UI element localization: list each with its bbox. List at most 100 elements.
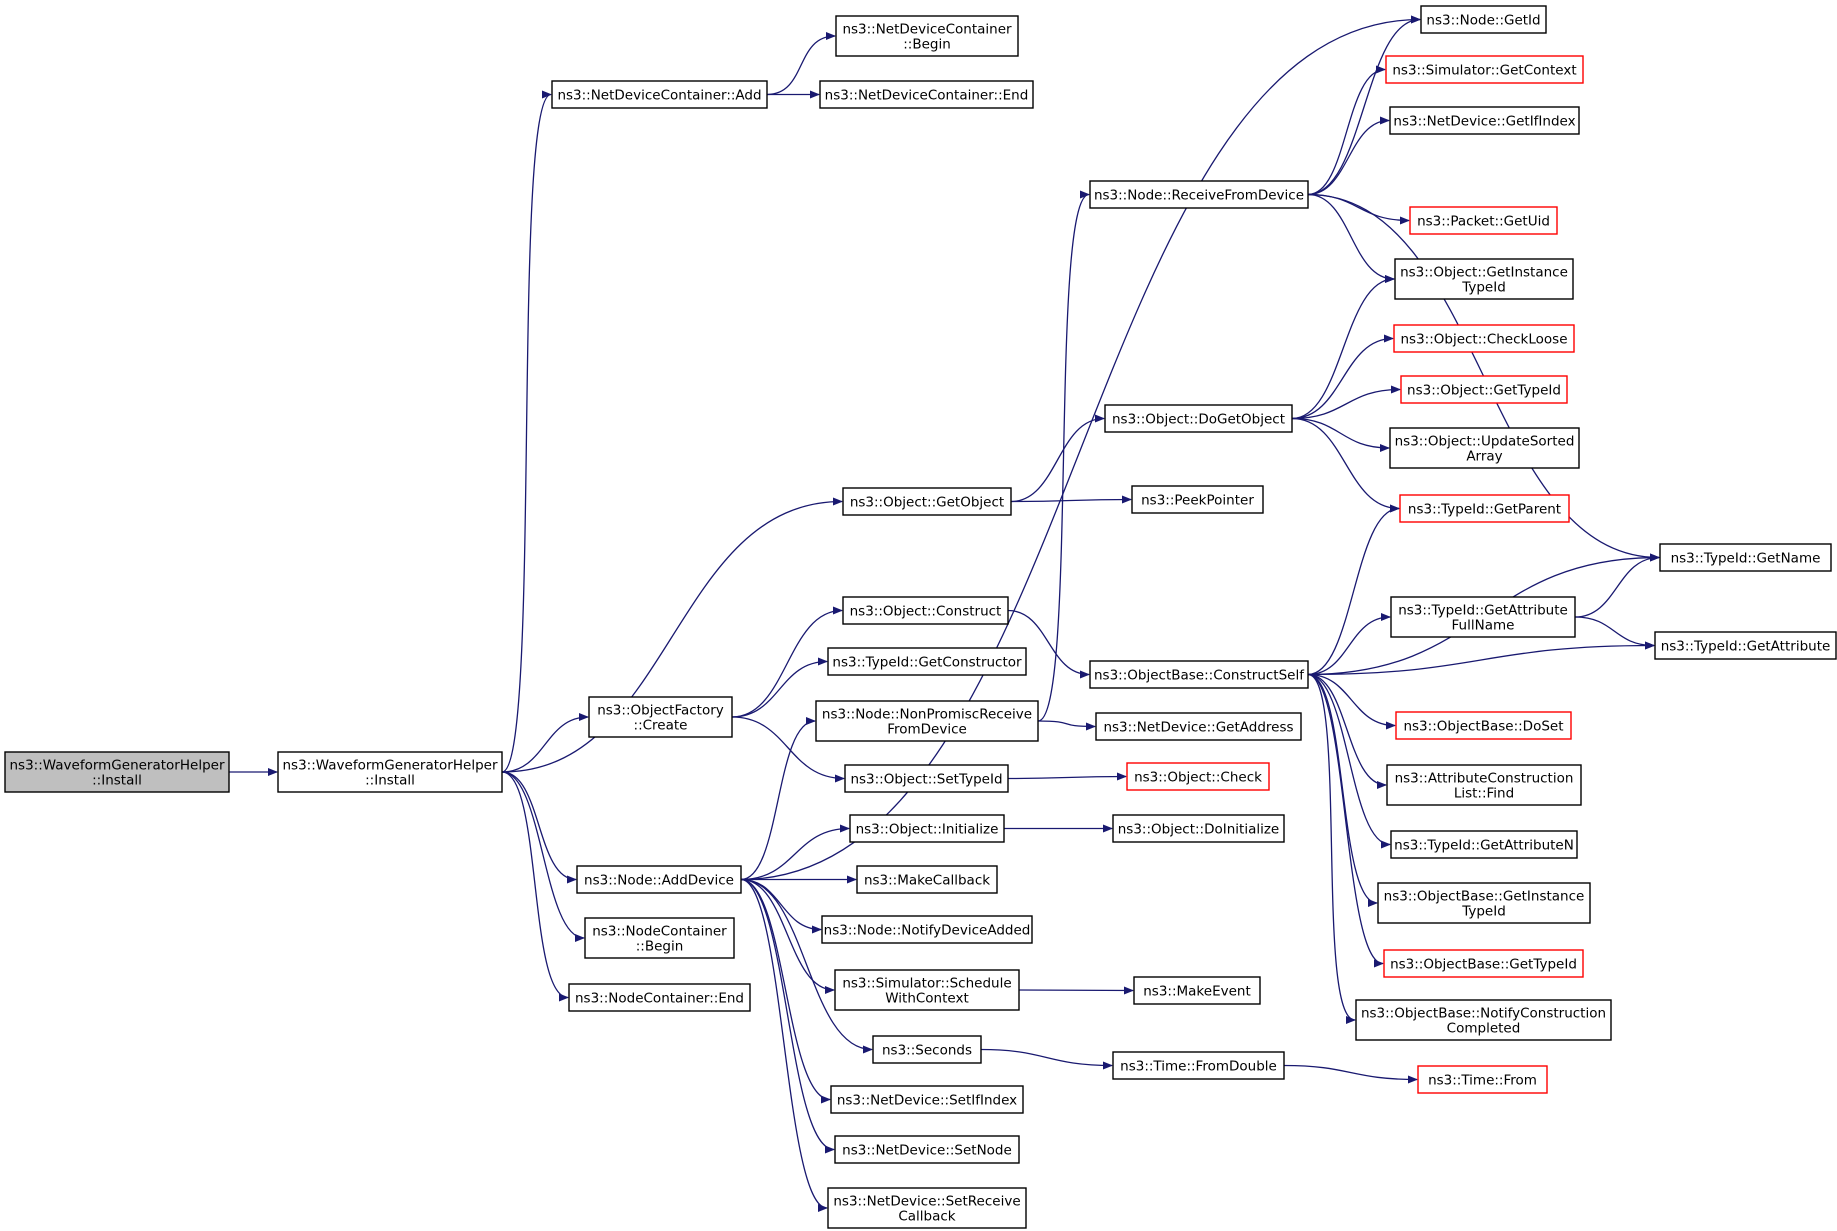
node-objbase-gettypeid[interactable]: ns3::ObjectBase::GetTypeId — [1383, 949, 1584, 978]
edge-node_nonpromisc-to-node_receivefromdevice — [1037, 190, 1090, 722]
node-box — [1659, 543, 1832, 572]
node-nd-setifindex[interactable]: ns3::NetDevice::SetIfIndex — [830, 1085, 1024, 1114]
node-typeid-getattribute[interactable]: ns3::TypeId::GetAttribute — [1654, 631, 1837, 660]
node-node-notifydeviceadded[interactable]: ns3::Node::NotifyDeviceAdded — [821, 915, 1033, 944]
edge-obj_dogetobject-to-obj_checkloose — [1291, 334, 1394, 420]
node-label: ns3::TypeId::GetConstructor — [832, 655, 1022, 671]
node-label: ::Begin — [903, 37, 951, 53]
node-label: ns3::Object::Check — [1134, 770, 1262, 786]
node-wgh-install-root[interactable]: ns3::WaveformGeneratorHelper::Install — [4, 751, 230, 793]
node-box — [834, 1135, 1020, 1164]
node-node-receivefromdevice[interactable]: ns3::Node::ReceiveFromDevice — [1089, 180, 1309, 209]
node-box — [835, 15, 1019, 57]
node-makeevent[interactable]: ns3::MakeEvent — [1133, 976, 1261, 1005]
node-box — [1393, 324, 1575, 353]
edge-node_receivefromdevice-to-obj_getinstancetypeid — [1307, 193, 1395, 283]
node-label: ns3::Node::NotifyDeviceAdded — [824, 923, 1031, 939]
node-label: Completed — [1447, 1021, 1521, 1037]
node-typeid-getparent[interactable]: ns3::TypeId::GetParent — [1399, 494, 1570, 523]
node-label: ns3::Object::DoGetObject — [1112, 412, 1285, 428]
node-label: ns3::NetDevice::SetNode — [842, 1143, 1012, 1159]
edge-objbase_constructself-to-objbase_gettypeid — [1307, 673, 1384, 968]
node-box — [1385, 55, 1584, 84]
node-label: ns3::WaveformGeneratorHelper — [283, 758, 498, 774]
node-sim-getcontext[interactable]: ns3::Simulator::GetContext — [1385, 55, 1584, 84]
node-node-getid[interactable]: ns3::Node::GetId — [1420, 5, 1547, 34]
node-label: ns3::NetDevice::GetIfIndex — [1393, 114, 1575, 130]
node-label: ns3::NetDeviceContainer — [842, 22, 1012, 38]
node-objbase-constructself[interactable]: ns3::ObjectBase::ConstructSelf — [1089, 660, 1309, 689]
node-obj-checkloose[interactable]: ns3::Object::CheckLoose — [1393, 324, 1575, 353]
node-packet-getuid[interactable]: ns3::Packet::GetUid — [1409, 206, 1558, 235]
node-nc-begin[interactable]: ns3::NodeContainer::Begin — [584, 917, 735, 959]
node-label: ns3::Object::DoInitialize — [1118, 822, 1280, 838]
node-box — [1420, 5, 1547, 34]
node-obj-getobject[interactable]: ns3::Object::GetObject — [842, 487, 1012, 516]
node-nc-end[interactable]: ns3::NodeContainer::End — [568, 983, 751, 1012]
edge-node_receivefromdevice-to-sim_getcontext — [1307, 65, 1386, 196]
node-label: ns3::Simulator::Schedule — [842, 976, 1011, 992]
node-label: ns3::Simulator::GetContext — [1392, 63, 1576, 79]
edge-seconds-to-time_fromdouble — [980, 1048, 1113, 1070]
node-ndc-end[interactable]: ns3::NetDeviceContainer::End — [819, 80, 1034, 109]
node-obj-gettypeid[interactable]: ns3::Object::GetTypeId — [1400, 375, 1568, 404]
node-obj-check[interactable]: ns3::Object::Check — [1126, 762, 1270, 791]
node-obj-settypeid[interactable]: ns3::Object::SetTypeId — [844, 764, 1009, 793]
node-label: FromDevice — [887, 722, 967, 738]
node-label: TypeId — [1461, 904, 1506, 920]
node-label: ns3::Object::UpdateSorted — [1395, 434, 1575, 450]
node-label: ns3::Object::GetTypeId — [1407, 383, 1561, 399]
node-box — [1131, 485, 1264, 514]
node-objbase-doset[interactable]: ns3::ObjectBase::DoSet — [1395, 711, 1572, 740]
edge-node_adddevice-to-node_nonpromisc — [740, 717, 816, 881]
node-typeid-getattributen[interactable]: ns3::TypeId::GetAttributeN — [1390, 830, 1578, 859]
edge-wgh_install-to-objfactory_create — [501, 713, 589, 773]
node-label: ns3::Time::From — [1428, 1073, 1537, 1089]
node-label: ns3::MakeEvent — [1143, 984, 1251, 1000]
node-obj-construct[interactable]: ns3::Object::Construct — [842, 596, 1009, 625]
node-label: WithContext — [885, 991, 969, 1007]
edge-objbase_constructself-to-objbase_doset — [1307, 673, 1396, 730]
node-seconds[interactable]: ns3::Seconds — [872, 1035, 982, 1064]
node-obj-initialize[interactable]: ns3::Object::Initialize — [849, 814, 1005, 843]
node-label: ns3::Node::NonPromiscReceive — [822, 707, 1032, 723]
node-objfactory-create[interactable]: ns3::ObjectFactory::Create — [588, 696, 733, 738]
node-label: Callback — [898, 1209, 955, 1225]
node-obj-dogetobject[interactable]: ns3::Object::DoGetObject — [1104, 404, 1293, 433]
node-objbase-notifyconstructioncompleted[interactable]: ns3::ObjectBase::NotifyConstructionCompl… — [1355, 999, 1612, 1041]
node-nd-getifindex[interactable]: ns3::NetDevice::GetIfIndex — [1389, 106, 1580, 135]
node-time-from[interactable]: ns3::Time::From — [1417, 1065, 1548, 1094]
node-nd-getaddress[interactable]: ns3::NetDevice::GetAddress — [1095, 712, 1302, 741]
edge-typeid_getattributefullname-to-typeid_getattribute — [1574, 616, 1655, 650]
node-ndc-begin[interactable]: ns3::NetDeviceContainer::Begin — [835, 15, 1019, 57]
node-box — [1399, 494, 1570, 523]
node-nd-setnode[interactable]: ns3::NetDevice::SetNode — [834, 1135, 1020, 1164]
edge-obj_dogetobject-to-obj_gettypeid — [1291, 385, 1401, 420]
edge-objbase_constructself-to-typeid_getparent — [1307, 504, 1400, 676]
edge-objfactory_create-to-obj_construct — [731, 606, 843, 718]
node-time-fromdouble[interactable]: ns3::Time::FromDouble — [1112, 1051, 1285, 1080]
node-wgh-install[interactable]: ns3::WaveformGeneratorHelper::Install — [277, 751, 503, 793]
node-box — [1389, 106, 1580, 135]
node-peekpointer[interactable]: ns3::PeekPointer — [1131, 485, 1264, 514]
node-ndc-add[interactable]: ns3::NetDeviceContainer::Add — [551, 80, 768, 109]
node-typeid-getname[interactable]: ns3::TypeId::GetName — [1659, 543, 1832, 572]
node-obj-doinitialize[interactable]: ns3::Object::DoInitialize — [1112, 814, 1285, 843]
edge-ndc_add-to-ndc_begin — [766, 32, 836, 96]
node-box — [819, 80, 1034, 109]
node-box — [827, 647, 1027, 676]
node-typeid-getconstructor[interactable]: ns3::TypeId::GetConstructor — [827, 647, 1027, 676]
node-label: ns3::ObjectBase::GetTypeId — [1390, 957, 1577, 973]
node-node-adddevice[interactable]: ns3::Node::AddDevice — [576, 865, 742, 894]
node-makecallback[interactable]: ns3::MakeCallback — [856, 865, 998, 894]
node-box — [1377, 882, 1591, 924]
node-box — [1654, 631, 1837, 660]
